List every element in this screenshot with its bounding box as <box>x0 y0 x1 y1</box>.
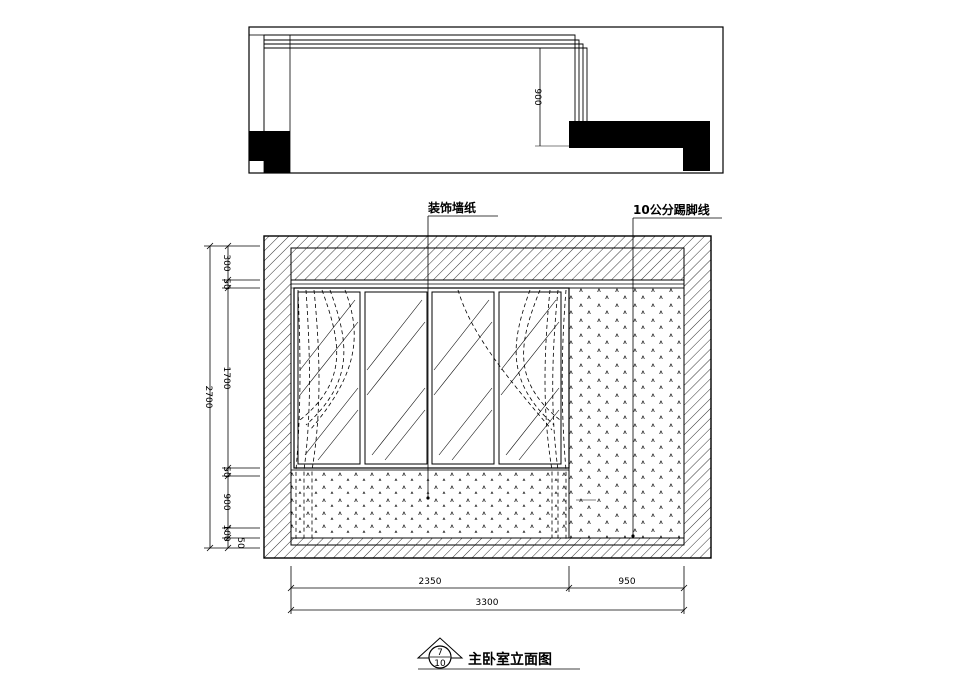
window-pane <box>498 291 562 465</box>
callout-wallpaper: 装饰墙纸 <box>427 200 476 215</box>
dim-horizontal-segment: 950 <box>618 577 635 587</box>
elevation-view: 装饰墙纸 10公分踢脚线 <box>263 200 722 559</box>
dim-vertical-segment: 300 <box>221 254 231 271</box>
dim-vertical-segment: 100 <box>221 524 231 541</box>
dim-vertical-segment: 1700 <box>221 367 231 390</box>
drawing-number: 7 <box>437 648 443 658</box>
dim-horizontal-segment: 2350 <box>419 577 442 587</box>
baseboard <box>290 537 685 546</box>
dim-vertical-segment: 50 <box>235 537 245 549</box>
dim-vertical-total: 2700 <box>203 386 213 409</box>
curtain-right <box>457 289 567 540</box>
curtain-left <box>295 289 355 540</box>
dim-vertical-segment: 50 <box>221 466 231 478</box>
sheet-number: 10 <box>434 659 446 669</box>
lower-wall-panel <box>290 469 570 539</box>
window-pane <box>364 291 428 465</box>
window-pane <box>431 291 495 465</box>
window-panes <box>297 291 562 465</box>
wallpaper-panel <box>568 287 685 539</box>
vertical-dimensions <box>204 242 260 552</box>
plan-depth-label: 900 <box>532 88 542 105</box>
dim-vertical-segment: 50 <box>221 278 231 290</box>
window-pane <box>297 291 361 465</box>
dim-horizontal-total: 3300 <box>476 598 499 608</box>
callout-baseboard: 10公分踢脚线 <box>633 202 710 217</box>
dim-vertical-segment: 900 <box>221 493 231 510</box>
title-block: 7 10 主卧室立面图 <box>416 637 580 670</box>
plan-view: 900 <box>248 26 724 174</box>
horizontal-dimensions <box>287 566 688 614</box>
ceiling-band <box>290 247 685 281</box>
drawing-title: 主卧室立面图 <box>468 651 552 668</box>
